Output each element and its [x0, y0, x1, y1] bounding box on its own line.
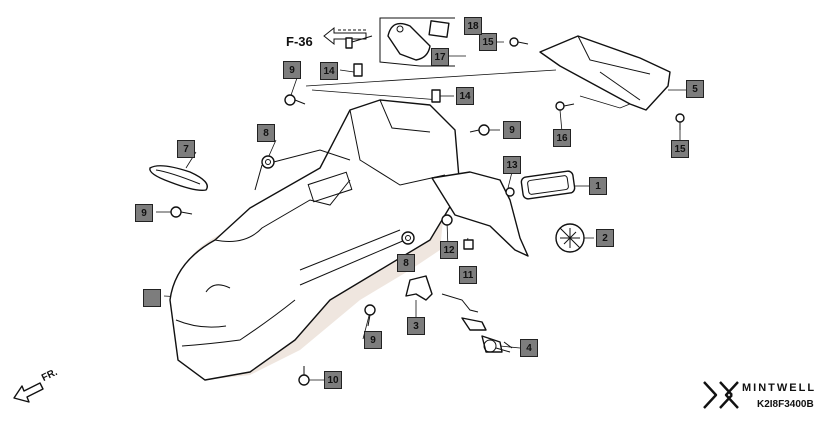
rivet-16 [555, 101, 575, 111]
brand-logo-mark [703, 381, 739, 409]
callout-8-low: 8 [397, 254, 415, 272]
reference-f36-label: F-36 [286, 34, 313, 49]
brand-name: MINTWELL [742, 382, 817, 394]
callout-7: 7 [177, 140, 195, 158]
screw-9-top [284, 94, 306, 106]
callout-9-bottom: 9 [364, 331, 382, 349]
bolt-f36 [345, 35, 373, 49]
callout-14-right: 14 [456, 87, 474, 105]
callout-1: 1 [589, 177, 607, 195]
screw-9-left [170, 206, 193, 218]
callout-9-top: 9 [283, 61, 301, 79]
key-set-part [441, 293, 513, 353]
callout-16: 16 [553, 129, 571, 147]
reference-arrow [323, 26, 373, 49]
clip-14-left [353, 63, 363, 77]
screw-15-top [509, 37, 529, 47]
clip-14-right [431, 89, 441, 103]
bracket-part [387, 22, 431, 61]
callout-14-left: 14 [320, 62, 338, 80]
callout-6 [143, 289, 161, 307]
nut-10 [298, 366, 310, 386]
callout-15-right: 15 [671, 140, 689, 158]
front-direction-arrow [13, 382, 44, 403]
screw-15-right [675, 113, 685, 130]
callout-2: 2 [596, 229, 614, 247]
rear-fender [169, 99, 461, 381]
plate-bracket [539, 35, 671, 111]
grommet-8-low [401, 231, 415, 245]
diagram-code: K2I8F3400B [757, 399, 814, 410]
callout-15-top: 15 [479, 33, 497, 51]
grommet-8-top [261, 155, 275, 169]
callout-8-top: 8 [257, 124, 275, 142]
callout-9-right: 9 [503, 121, 521, 139]
reflector-part [520, 170, 576, 200]
bracket-set [379, 17, 455, 67]
callout-4: 4 [520, 339, 538, 357]
pad-part [428, 20, 450, 38]
seal-part [149, 165, 208, 192]
callout-3: 3 [407, 317, 425, 335]
nut-11 [463, 239, 474, 250]
screw-9-right [469, 124, 490, 136]
callout-12: 12 [440, 241, 458, 259]
callout-13: 13 [503, 156, 521, 174]
small-hardware [170, 37, 685, 386]
collar-12 [441, 214, 453, 226]
round-reflector-part [555, 223, 585, 253]
callout-10: 10 [324, 371, 342, 389]
washer-13 [505, 187, 515, 197]
mudflap [431, 171, 529, 257]
callout-9-left: 9 [135, 204, 153, 222]
callout-17: 17 [431, 48, 449, 66]
screw-9-bottom [364, 304, 376, 327]
callout-18: 18 [464, 17, 482, 35]
callout-5: 5 [686, 80, 704, 98]
hook-part [405, 275, 433, 301]
callout-11: 11 [459, 266, 477, 284]
